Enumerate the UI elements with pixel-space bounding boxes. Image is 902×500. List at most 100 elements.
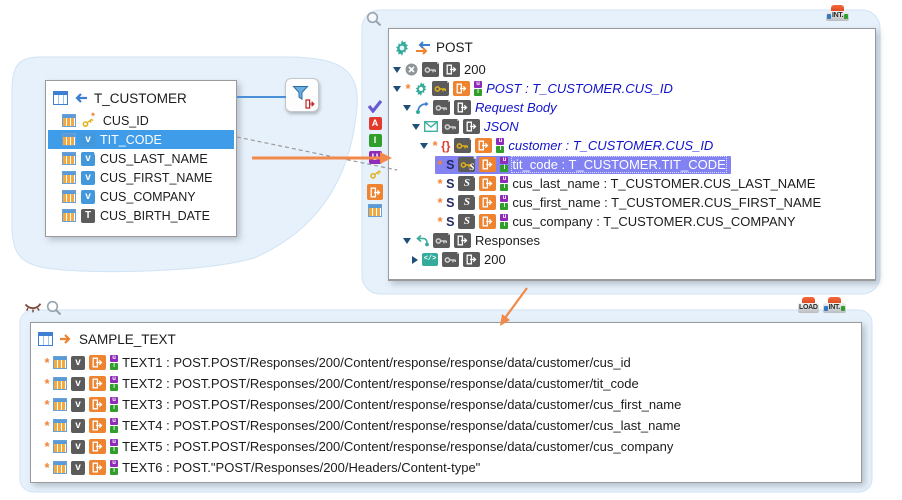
column-icon bbox=[62, 152, 76, 165]
tree-row[interactable]: </> * 200 bbox=[412, 249, 875, 269]
export-arrow-icon bbox=[305, 99, 316, 109]
tree-row-label: Request Body bbox=[475, 100, 557, 115]
table-icon[interactable] bbox=[368, 204, 382, 217]
table-icon bbox=[38, 332, 53, 346]
tree-expander-down[interactable] bbox=[403, 237, 411, 244]
column-icon bbox=[53, 419, 68, 432]
tree-expander-down[interactable] bbox=[393, 85, 401, 92]
mapped-star-icon: * bbox=[44, 459, 50, 475]
table-column-row[interactable]: v CUS_FIRST_NAME bbox=[48, 168, 234, 187]
union-u-icon[interactable]: U bbox=[368, 151, 382, 164]
mapped-star-icon: * bbox=[44, 375, 50, 391]
string-type-icon: S bbox=[446, 195, 455, 210]
gear-icon bbox=[414, 81, 428, 96]
table-column-row[interactable]: v* CUS_LAST_NAME bbox=[48, 149, 234, 168]
string-box-icon: S* bbox=[458, 192, 476, 210]
key-gray-icon: * bbox=[442, 249, 460, 267]
attribute-a-icon[interactable]: A bbox=[368, 117, 382, 130]
varchar-type-icon: v bbox=[71, 376, 86, 391]
magnifier-icon bbox=[46, 300, 62, 316]
export-icon bbox=[479, 157, 497, 172]
sample-table-header: SAMPLE_TEXT bbox=[31, 326, 861, 352]
key-string-icon: S* bbox=[458, 154, 476, 172]
tree-expander-down[interactable] bbox=[420, 142, 428, 149]
tree-row-label: 200 bbox=[464, 62, 486, 77]
export-icon bbox=[453, 81, 471, 96]
tree-row[interactable]: * Responses bbox=[403, 230, 875, 250]
tree-row[interactable]: * 200 bbox=[393, 59, 875, 79]
tree-row-label: 200 bbox=[484, 252, 506, 267]
tree-row[interactable]: * JSON bbox=[412, 116, 875, 136]
column-name: CUS_COMPANY bbox=[100, 189, 196, 204]
integer-i-icon[interactable]: I bbox=[368, 134, 382, 147]
tree-zoom-control[interactable] bbox=[366, 11, 382, 27]
varchar-type-icon: v bbox=[81, 132, 95, 147]
tree-row-label: tit_code : T_CUSTOMER.TIT_CODE bbox=[511, 156, 727, 173]
column-name: TIT_CODE bbox=[100, 132, 162, 147]
string-box-icon: S* bbox=[458, 211, 476, 229]
column-icon bbox=[53, 440, 68, 453]
key-icon[interactable] bbox=[366, 165, 384, 182]
key-gray-icon: * bbox=[442, 116, 460, 134]
export-icon bbox=[463, 119, 480, 134]
column-icon bbox=[62, 209, 76, 222]
string-type-icon: S bbox=[446, 214, 455, 229]
table-column-row[interactable]: v CUS_COMPANY bbox=[48, 187, 234, 206]
filter-export-button[interactable] bbox=[285, 78, 319, 112]
column-name: CUS_BIRTH_DATE bbox=[100, 208, 210, 223]
column-icon bbox=[53, 356, 68, 369]
table-column-row[interactable]: v TIT_CODE bbox=[48, 130, 234, 149]
tree-row[interactable]: * Request Body bbox=[403, 97, 875, 117]
tree-integration-badge: INT. bbox=[826, 5, 850, 21]
arrow-right-icon bbox=[59, 334, 73, 344]
tree-expander-right[interactable] bbox=[412, 255, 418, 264]
key-gray-icon: * bbox=[433, 97, 451, 115]
check-icon[interactable] bbox=[367, 100, 383, 113]
tree-expander-down[interactable] bbox=[393, 66, 401, 73]
string-type-icon: S bbox=[446, 157, 455, 172]
export-icon bbox=[479, 195, 497, 210]
tree-expander-down[interactable] bbox=[412, 123, 420, 130]
customer-table-node[interactable]: T_CUSTOMER * CUS_ID v TIT_CODE v* CUS_LA… bbox=[45, 80, 237, 237]
column-icon bbox=[62, 190, 76, 203]
varchar-type-icon: v bbox=[81, 170, 95, 185]
column-icon bbox=[53, 461, 68, 474]
sample-row-label: TEXT6 : POST."POST/Responses/200/Headers… bbox=[122, 460, 481, 475]
export-icon[interactable] bbox=[367, 184, 383, 200]
varchar-type-icon: v bbox=[71, 439, 86, 454]
sample-view-controls[interactable] bbox=[24, 300, 62, 316]
mapped-star-icon: * bbox=[437, 213, 443, 229]
sample-row-label: TEXT5 : POST.POST/Responses/200/Content/… bbox=[122, 439, 674, 454]
export-icon bbox=[454, 233, 471, 248]
table-icon bbox=[53, 91, 68, 105]
tree-root-row[interactable]: POST bbox=[389, 35, 875, 60]
column-name: CUS_ID bbox=[102, 113, 149, 128]
badge-label: INT. bbox=[828, 304, 841, 311]
table-column-row[interactable]: * CUS_ID bbox=[48, 111, 234, 130]
tree-expander-down[interactable] bbox=[403, 104, 411, 111]
string-box-icon: S* bbox=[458, 173, 476, 191]
eye-icon bbox=[24, 302, 42, 315]
responses-icon bbox=[415, 234, 429, 247]
table-column-row[interactable]: T CUS_BIRTH_DATE bbox=[48, 206, 234, 225]
